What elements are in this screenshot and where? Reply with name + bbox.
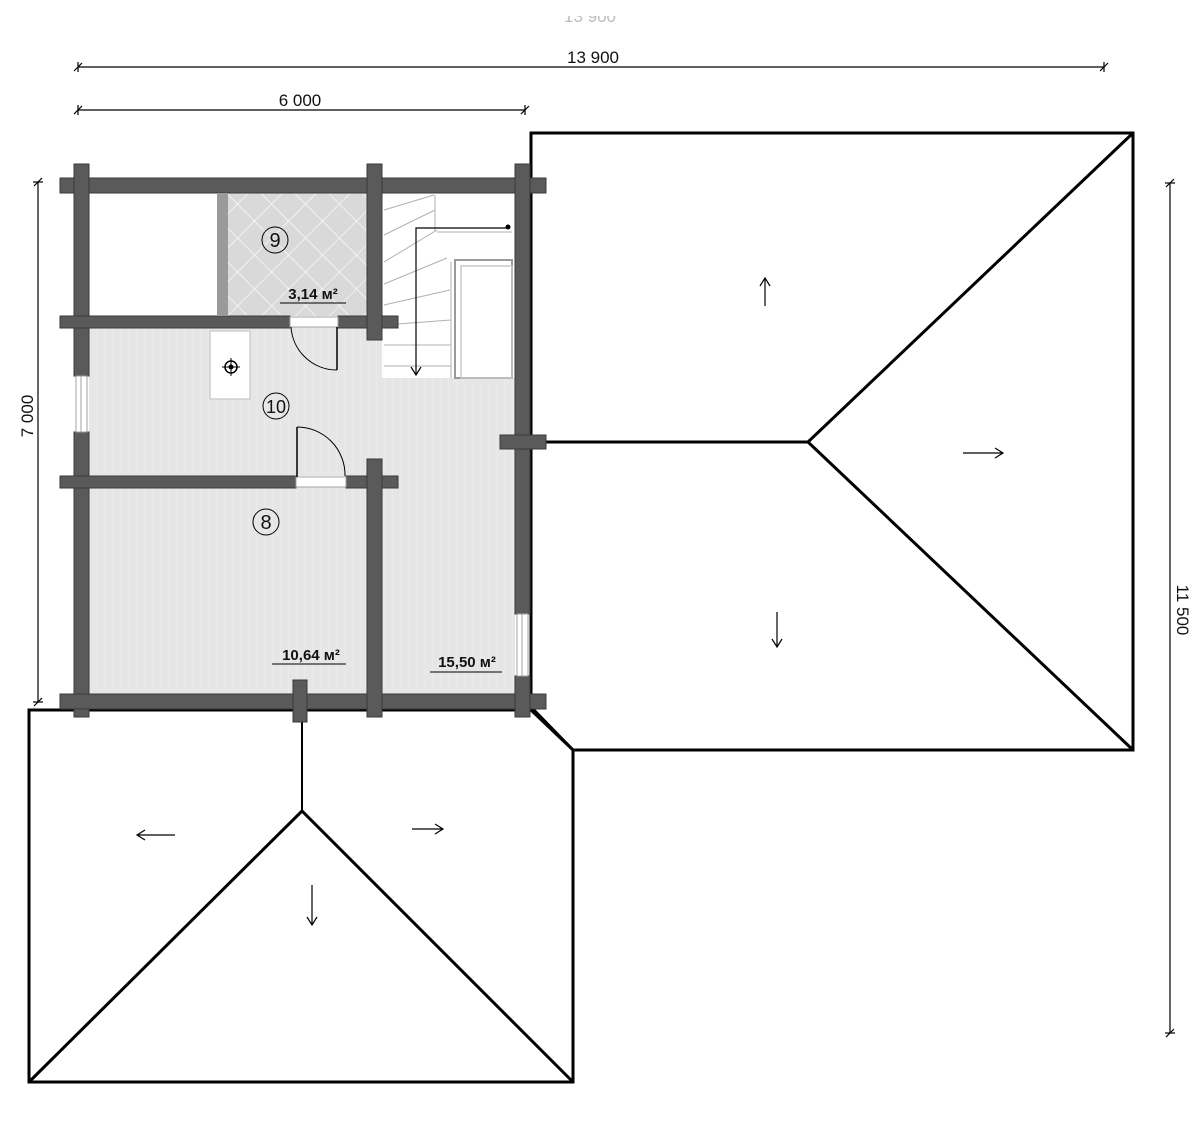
top-mask — [540, 0, 640, 16]
dimension-overall-width: 13 900 — [73, 48, 1109, 72]
dimension-label-house-width: 6 000 — [279, 91, 322, 110]
room-8-floor — [89, 487, 370, 694]
room-8-number: 8 — [260, 512, 271, 534]
stove — [209, 330, 251, 400]
slope-arrow-left — [135, 829, 175, 841]
windows — [75, 375, 529, 677]
door-room-9 — [289, 316, 339, 371]
room-9-area: 3,14 м² — [288, 286, 337, 303]
staircase — [382, 193, 515, 379]
room-9-floor — [228, 193, 374, 316]
room-8-area: 10,64 м² — [282, 647, 340, 664]
slope-arrow-right — [963, 447, 1005, 459]
roof-right — [529, 131, 1135, 752]
dimension-house-width: 6 000 — [73, 91, 530, 115]
door-room-8 — [295, 426, 347, 488]
slope-arrow-up — [759, 276, 771, 306]
room-8-label: 8 10,64 м² — [252, 508, 346, 665]
walls — [59, 163, 547, 723]
slope-arrow-down-bottom — [306, 885, 318, 927]
room-10-number: 10 — [266, 397, 286, 417]
dimension-label-overall-width: 13 900 — [567, 48, 619, 67]
dimension-label-house-depth: 7 000 — [18, 395, 37, 438]
room-10-floor-east — [382, 476, 515, 694]
storage-floor — [89, 193, 217, 316]
room-9-label: 9 3,14 м² — [261, 226, 346, 304]
room-10-area: 15,50 м² — [438, 654, 496, 671]
slope-arrow-right-bottom — [412, 823, 445, 835]
slope-arrow-down — [771, 612, 783, 649]
room-10-label: 10 15,50 м² — [262, 392, 502, 673]
roof-bottom — [27, 708, 575, 1084]
dimension-overall-depth: 11 500 — [1165, 178, 1192, 1038]
room-9-number: 9 — [269, 230, 280, 252]
dimension-label-overall-depth: 11 500 — [1173, 585, 1192, 636]
dimension-house-depth: 7 000 — [18, 177, 43, 707]
